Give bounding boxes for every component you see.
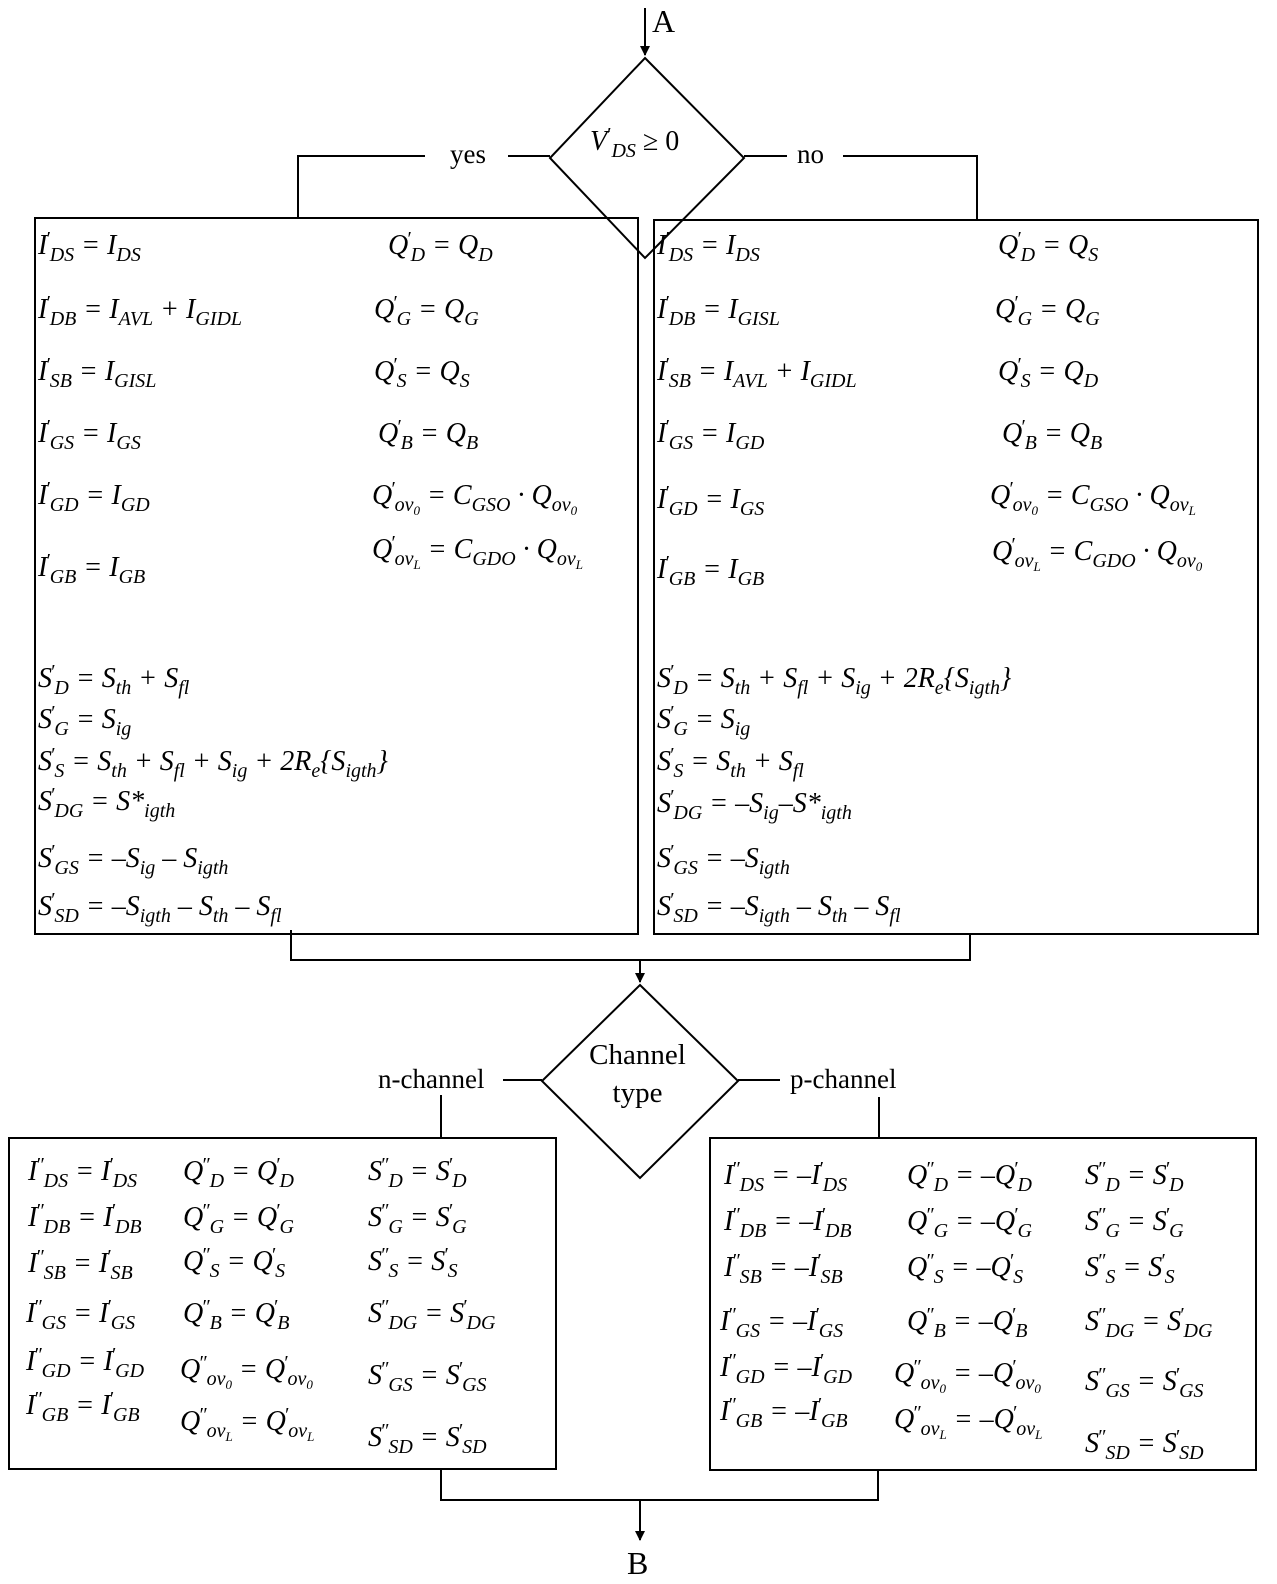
channel-label-line1: Channel — [589, 1039, 686, 1071]
equation: Q″ovL = Q′ovL — [180, 1404, 315, 1444]
n-channel-box — [8, 1137, 557, 1470]
equation: I″DB = –I′DB — [724, 1204, 852, 1242]
equation: I″SB = I′SB — [28, 1246, 133, 1284]
equation: S″GS = S′GS — [1085, 1364, 1204, 1402]
equation: Q′B = QB — [1002, 416, 1103, 454]
channel-label-line2: type — [612, 1077, 663, 1109]
p-channel-box — [709, 1137, 1257, 1471]
decision-vds-condition: V′DS ≥ 0 — [590, 125, 680, 161]
equation: S″GS = S′GS — [368, 1358, 487, 1396]
equation: I″DS = –I′DS — [724, 1158, 848, 1196]
equation: I′DS = IDS — [38, 228, 141, 266]
equation: Q″G = Q′G — [183, 1200, 294, 1238]
equation: S″S = S′S — [1085, 1250, 1175, 1288]
equation: I′GB = IGB — [657, 552, 765, 590]
equation: Q″S = Q′S — [183, 1244, 286, 1282]
equation: Q′ov0 = CGSO · QovL — [990, 478, 1196, 518]
equation: I′DB = IAVL + IGIDL — [38, 292, 243, 330]
equation: S′S = Sth + Sfl — [657, 744, 804, 782]
equation: Q′S = QS — [374, 354, 470, 392]
equation: I′SB = IGISL — [38, 354, 157, 392]
decision-channel-diamond — [540, 983, 740, 1180]
equation: S′SD = –Sigth – Sth – Sfl — [38, 889, 282, 927]
yes-branch-box — [34, 217, 639, 935]
equation: S″D = S′D — [1085, 1158, 1184, 1196]
equation: I″GD = –I′GD — [720, 1350, 853, 1388]
equation: I″SB = –I′SB — [724, 1250, 843, 1288]
equation: S′G = Sig — [38, 702, 132, 740]
equation: S″SD = S′SD — [368, 1420, 487, 1458]
equation: Q″ov0 = –Q′ov0 — [894, 1356, 1041, 1396]
cond-op: ≥ 0 — [642, 126, 680, 157]
equation: I″GS = I′GS — [26, 1296, 136, 1334]
equation: S′GS = –Sigth — [657, 841, 790, 879]
equation: I″GB = I′GB — [26, 1388, 140, 1426]
decision-vds-diamond — [548, 56, 746, 260]
equation: Q″G = –Q′G — [907, 1204, 1032, 1242]
equation: I′GD = IGD — [38, 478, 150, 516]
connector-b: B — [627, 1545, 649, 1581]
equation: I′GS = IGS — [38, 416, 141, 454]
equation: I′DS = IDS — [657, 228, 760, 266]
connector-a: A — [652, 3, 676, 39]
equation: I′GB = IGB — [38, 550, 146, 588]
equation: Q″B = –Q′B — [907, 1304, 1028, 1342]
equation: Q″D = –Q′D — [907, 1158, 1032, 1196]
equation: Q″S = –Q′S — [907, 1250, 1024, 1288]
merge-line-2 — [440, 1469, 879, 1501]
equation: I″GS = –I′GS — [720, 1304, 844, 1342]
equation: S′DG = –Sig–S*igth — [657, 786, 852, 824]
equation: I′DB = IGISL — [657, 292, 780, 330]
equation: I″DS = I′DS — [28, 1154, 138, 1192]
equation: I′GD = IGS — [657, 482, 765, 520]
equation: S″D = S′D — [368, 1154, 467, 1192]
equation: Q′ovL = CGDO · QovL — [372, 532, 584, 572]
equation: S′D = Sth + Sfl — [38, 661, 190, 699]
cond-sub: DS — [611, 140, 636, 162]
equation: S″DG = S′DG — [368, 1296, 496, 1334]
no-branch-box — [653, 219, 1259, 935]
equation: Q″ovL = –Q′ovL — [894, 1402, 1043, 1442]
equation: S″G = S′G — [368, 1200, 467, 1238]
no-branch-line-right — [843, 155, 978, 220]
cond-prime: ′ — [607, 124, 612, 146]
equation: I″GD = I′GD — [26, 1344, 145, 1382]
equation: Q′B = QB — [378, 416, 479, 454]
cond-var: V — [590, 126, 608, 157]
equation: S′DG = S*igth — [38, 784, 176, 822]
p-channel-label: p-channel — [790, 1064, 897, 1094]
decision-channel-label: Channel type — [565, 1036, 710, 1112]
equation: Q″B = Q′B — [183, 1296, 290, 1334]
equation: I′SB = IAVL + IGIDL — [657, 354, 857, 392]
equation: Q′ov0 = CGSO · Qov0 — [372, 478, 578, 518]
equation: Q′G = QG — [374, 292, 479, 330]
equation: Q′D = QD — [388, 228, 493, 266]
equation: Q′ovL = CGDO · Qov0 — [992, 534, 1203, 574]
equation: S′G = Sig — [657, 702, 751, 740]
equation: Q″D = Q′D — [183, 1154, 294, 1192]
yes-branch-line-left — [297, 155, 425, 218]
equation: S′D = Sth + Sfl + Sig + 2Re{Sigth} — [657, 661, 1012, 699]
equation: Q′D = QS — [998, 228, 1099, 266]
equation: S″SD = S′SD — [1085, 1426, 1204, 1464]
equation: S″S = S′S — [368, 1244, 458, 1282]
equation: Q′G = QG — [995, 292, 1100, 330]
equation: I″GB = –I′GB — [720, 1394, 848, 1432]
equation: S′GS = –Sig – Sigth — [38, 841, 229, 879]
yes-label: yes — [450, 139, 486, 169]
equation: I″DB = I′DB — [28, 1200, 142, 1238]
equation: Q″ov0 = Q′ov0 — [180, 1352, 313, 1392]
equation: S′SD = –Sigth – Sth – Sfl — [657, 889, 901, 927]
no-label: no — [797, 139, 824, 169]
equation: S′S = Sth + Sfl + Sig + 2Re{Sigth} — [38, 744, 388, 782]
n-channel-label: n-channel — [378, 1064, 485, 1094]
merge-line-1 — [290, 930, 971, 961]
equation: S″DG = S′DG — [1085, 1304, 1213, 1342]
equation: Q′S = QD — [998, 354, 1099, 392]
equation: I′GS = IGD — [657, 416, 765, 454]
equation: S″G = S′G — [1085, 1204, 1184, 1242]
